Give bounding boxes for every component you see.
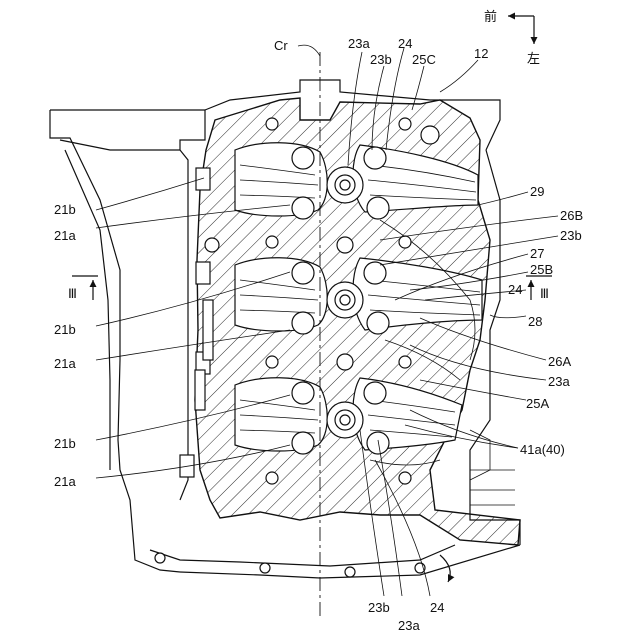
front-label: 前 xyxy=(484,9,497,24)
label-25B: 25B xyxy=(530,262,553,277)
label-21a-3: 21a xyxy=(54,474,76,489)
label-21a-1: 21a xyxy=(54,228,76,243)
section-label-right: Ⅲ xyxy=(540,286,549,301)
section-marker-left: Ⅲ xyxy=(68,276,98,301)
label-21b-2: 21b xyxy=(54,322,76,337)
label-29: 29 xyxy=(530,184,544,199)
label-21b-3: 21b xyxy=(54,436,76,451)
section-marker-right: Ⅲ xyxy=(526,276,552,301)
label-25A: 25A xyxy=(526,396,549,411)
label-27: 27 xyxy=(530,246,544,261)
label-25C: 25C xyxy=(412,52,436,67)
centerline-label: Cr xyxy=(274,38,288,53)
label-24-top: 24 xyxy=(398,36,412,51)
label-41a: 41a(40) xyxy=(520,442,565,457)
label-23b-right: 23b xyxy=(560,228,582,243)
direction-indicator: 前 左 xyxy=(484,9,540,66)
left-label: 左 xyxy=(527,51,540,66)
label-23a-top: 23a xyxy=(348,36,370,51)
label-12: 12 xyxy=(474,46,488,61)
label-24-bottom: 24 xyxy=(430,600,444,615)
label-23b-bottom: 23b xyxy=(368,600,390,615)
label-21a-2: 21a xyxy=(54,356,76,371)
label-26B: 26B xyxy=(560,208,583,223)
label-23b-top: 23b xyxy=(370,52,392,67)
label-24-right: 24 xyxy=(508,282,522,297)
label-28: 28 xyxy=(528,314,542,329)
label-23a-bottom: 23a xyxy=(398,618,420,633)
label-26A: 26A xyxy=(548,354,571,369)
label-21b-1: 21b xyxy=(54,202,76,217)
label-23a-right: 23a xyxy=(548,374,570,389)
section-label-left: Ⅲ xyxy=(68,286,77,301)
